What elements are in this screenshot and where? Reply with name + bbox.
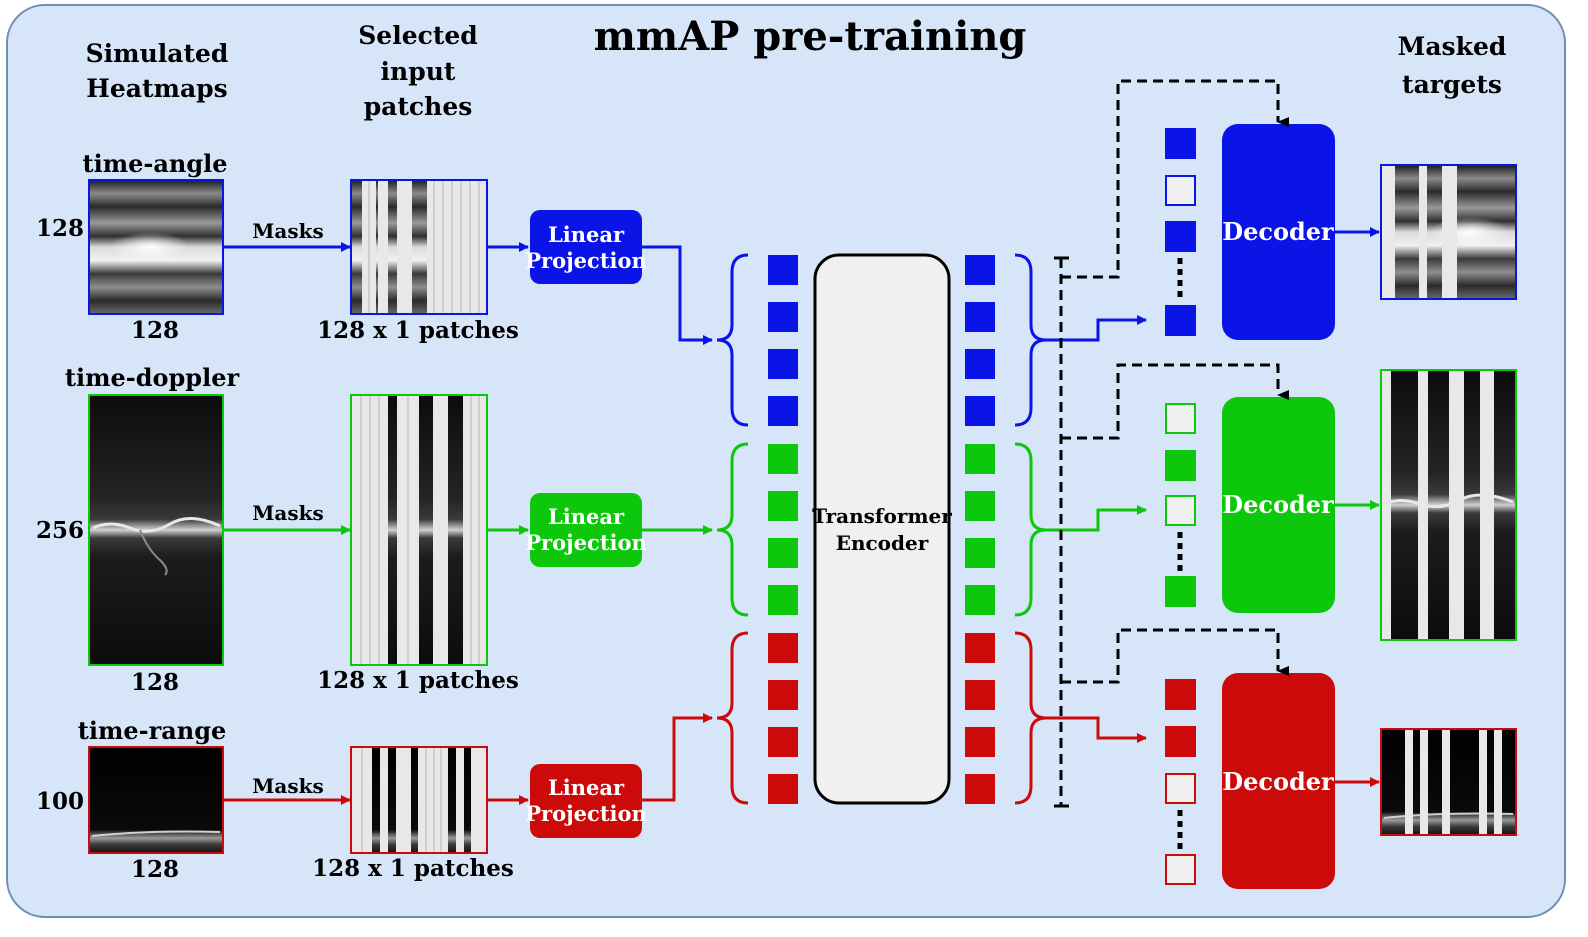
row-name-time-doppler: time-doppler (65, 363, 240, 392)
heatmap-time-angle (88, 179, 224, 315)
input-brace-time-angle (716, 253, 749, 427)
row-name-time-angle: time-angle (83, 149, 228, 178)
projection-to-tokens-arrow-time-range (642, 713, 713, 802)
decoder-label-time-range: Decoder (1222, 767, 1334, 796)
input-brace-time-doppler (716, 442, 749, 617)
patches-header-line3: patches (364, 92, 473, 121)
patches-header: Selected input patches (358, 21, 478, 121)
input-tokens-time-angle (768, 255, 798, 426)
decoder-time-angle: Decoder (1222, 124, 1335, 340)
row-name-time-range: time-range (78, 716, 227, 745)
decoder-slots-time-angle (1165, 128, 1196, 336)
height-label-time-doppler: 256 (36, 517, 84, 544)
dashed-route-time-doppler (1061, 363, 1289, 440)
dashed-route-time-range (1061, 628, 1289, 684)
width-label-time-doppler: 128 (131, 669, 179, 696)
input-tokens-time-range (768, 633, 798, 804)
tokens-to-decoder-arrow-time-range (1046, 716, 1147, 743)
mask-label-time-range: Masks (252, 774, 323, 798)
transformer-encoder: Transformer Encoder (812, 253, 952, 805)
projection-label-line2: Projection (525, 530, 647, 555)
projection-label-line1: Linear (548, 504, 625, 529)
heatmap-time-range (88, 746, 224, 854)
decoder-slots-time-range (1165, 679, 1196, 885)
height-label-time-angle: 128 (36, 215, 84, 242)
projection-label-line2: Projection (525, 801, 647, 826)
linear-projection-time-range: Linear Projection (525, 764, 647, 838)
targets-header-line1: Masked (1398, 32, 1507, 61)
projection-label-line1: Linear (548, 775, 625, 800)
patches-time-range (350, 746, 488, 854)
input-brace-time-range (716, 631, 749, 805)
masked-target-time-doppler (1380, 369, 1517, 641)
encoder-label-line1: Transformer (812, 504, 952, 528)
output-tokens-time-angle (965, 255, 995, 426)
decoder-time-doppler: Decoder (1222, 397, 1335, 613)
row-time-angle: time-angle 128 128 Masks 128 x 1 patches (36, 124, 1517, 427)
patches-header-line1: Selected (358, 21, 478, 50)
mask-label-time-doppler: Masks (252, 501, 323, 525)
patch-label-time-range: 128 x 1 patches (312, 855, 514, 882)
targets-header: Masked targets (1398, 32, 1507, 99)
masked-target-time-angle (1380, 164, 1517, 300)
output-tokens-time-range (965, 633, 995, 804)
patches-header-line2: input (381, 57, 456, 86)
decoder-time-range: Decoder (1222, 673, 1335, 889)
masked-target-time-range (1380, 728, 1517, 836)
projection-label-line2: Projection (525, 248, 647, 273)
heatmaps-header: Simulated Heatmaps (86, 39, 229, 103)
mask-label-time-angle: Masks (252, 219, 323, 243)
targets-header-line2: targets (1402, 70, 1502, 99)
projection-label-line1: Linear (548, 222, 625, 247)
linear-projection-time-doppler: Linear Projection (525, 493, 647, 567)
dashed-route-time-angle (1061, 79, 1289, 279)
tokens-to-decoder-arrow-time-doppler (1046, 505, 1147, 532)
heatmap-time-doppler (88, 394, 224, 666)
projection-to-tokens-arrow-time-angle (642, 245, 713, 345)
heatmaps-header-line1: Simulated (86, 39, 229, 68)
heatmaps-header-line2: Heatmaps (86, 74, 227, 103)
patch-label-time-doppler: 128 x 1 patches (317, 667, 519, 694)
decoder-label-time-angle: Decoder (1222, 217, 1334, 246)
patches-time-doppler (350, 394, 488, 666)
patch-label-time-angle: 128 x 1 patches (317, 317, 519, 344)
height-label-time-range: 100 (36, 788, 84, 815)
row-time-range: time-range 100 128 Masks 128 x 1 patches (36, 631, 1517, 889)
output-tokens-time-doppler (965, 444, 995, 615)
decoder-label-time-doppler: Decoder (1222, 490, 1334, 519)
input-tokens-time-doppler (768, 444, 798, 615)
width-label-time-angle: 128 (131, 317, 179, 344)
tokens-to-decoder-arrow-time-angle (1046, 315, 1147, 342)
linear-projection-time-angle: Linear Projection (525, 210, 647, 284)
dashed-routing (1059, 79, 1289, 806)
width-label-time-range: 128 (131, 856, 179, 883)
patches-time-angle (350, 179, 488, 315)
dashed-routing-caps (1054, 256, 1069, 808)
decoder-slots-time-doppler (1165, 403, 1196, 607)
page-title: mmAP pre-training (594, 13, 1027, 60)
row-time-doppler: time-doppler 256 128 Masks 128 x 1 patch… (36, 363, 1517, 696)
encoder-label-line2: Encoder (836, 531, 929, 555)
